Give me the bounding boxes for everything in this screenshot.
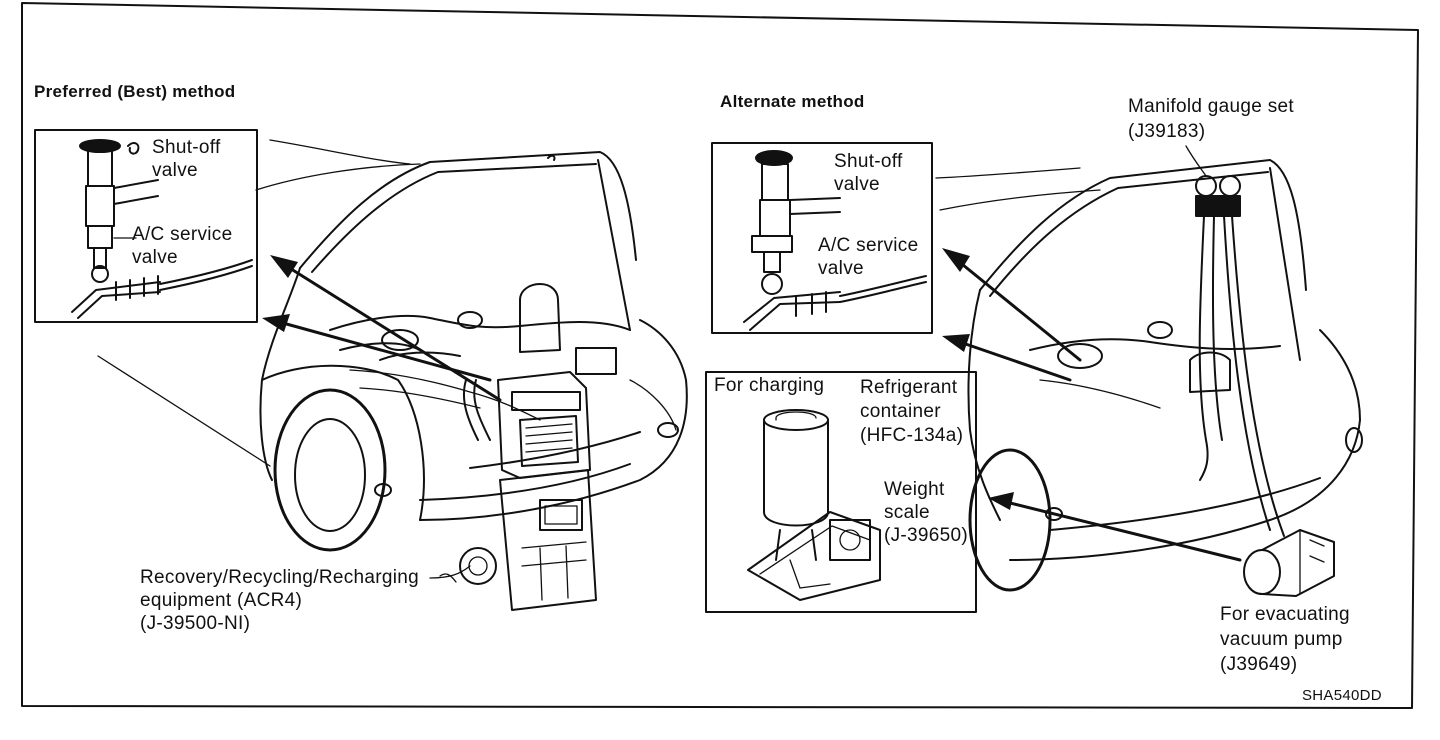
for-charging-label: For charging xyxy=(714,375,825,396)
figure-frame xyxy=(21,2,1419,709)
recovery-equipment-label: Recovery/Recycling/Recharging equipment … xyxy=(140,567,420,634)
vacuum-pump-drawing xyxy=(1243,529,1335,597)
equipment-leader xyxy=(429,565,471,579)
charging-inset-box xyxy=(705,371,977,613)
left-valve-drawing xyxy=(71,139,253,319)
right-inset-box xyxy=(711,142,933,334)
left-shutoff-label: Shut-off valve xyxy=(152,137,221,181)
manifold-gauge-label: Manifold gauge set (J39183) xyxy=(1128,96,1294,142)
left-inset-box xyxy=(34,129,258,323)
right-valve-drawing xyxy=(743,150,927,331)
refrigerant-scale-drawing xyxy=(747,409,881,601)
weight-scale-label: Weight scale (J-39650) xyxy=(884,479,969,546)
refrigerant-container-label: Refrigerant container (HFC-134a) xyxy=(860,377,964,446)
right-car-drawing xyxy=(935,159,1363,592)
recovery-machine-drawing xyxy=(439,371,597,611)
figure-code: SHA540DD xyxy=(1302,687,1382,704)
manifold-gauge-drawing xyxy=(1195,175,1285,537)
manifold-leader xyxy=(1185,145,1207,177)
preferred-heading: Preferred (Best) method xyxy=(34,82,236,101)
left-car-drawing xyxy=(97,139,688,552)
vacuum-pump-label: For evacuating vacuum pump (J39649) xyxy=(1220,604,1350,675)
left-service-valve-label: A/C service valve xyxy=(132,224,233,268)
right-service-valve-label: A/C service valve xyxy=(818,235,919,279)
right-shutoff-label: Shut-off valve xyxy=(834,151,903,195)
alternate-heading: Alternate method xyxy=(720,92,865,111)
right-arrows xyxy=(942,248,1242,562)
left-arrows xyxy=(262,255,502,402)
